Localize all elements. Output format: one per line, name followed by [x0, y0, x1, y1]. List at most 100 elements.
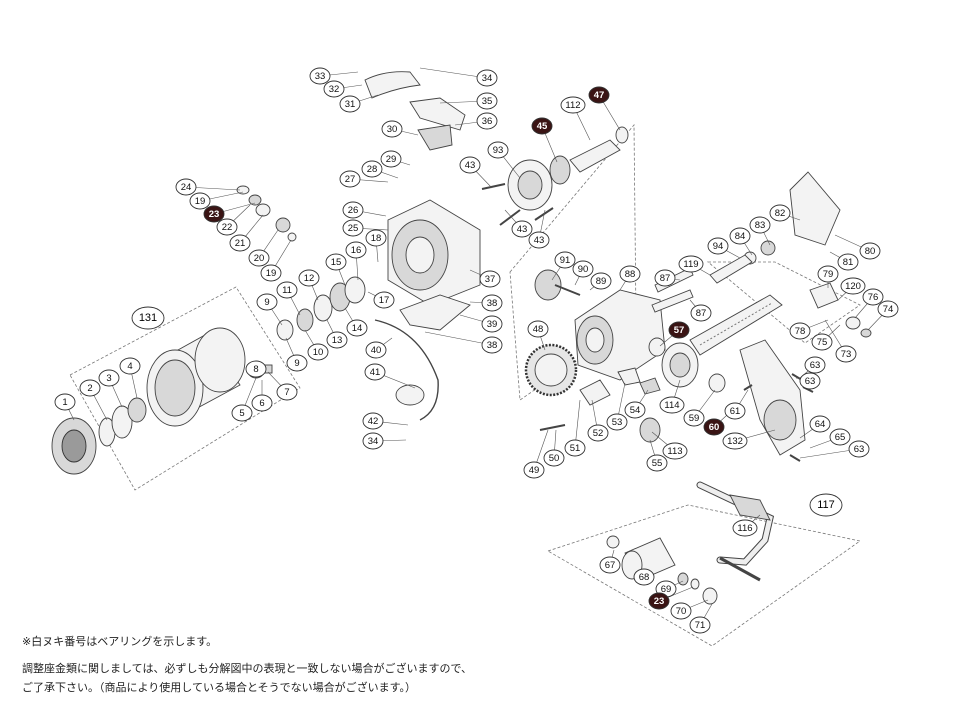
callout-28: 28 — [361, 160, 383, 178]
callout-3: 3 — [98, 369, 120, 387]
callout-49: 49 — [523, 461, 545, 479]
callout-75: 75 — [811, 333, 833, 351]
callout-34: 34 — [362, 432, 384, 450]
callout-64: 64 — [809, 415, 831, 433]
svg-text:34: 34 — [482, 73, 493, 84]
svg-text:47: 47 — [594, 90, 605, 101]
svg-text:18: 18 — [371, 233, 382, 244]
svg-text:74: 74 — [883, 304, 894, 315]
svg-text:69: 69 — [661, 584, 672, 595]
drive-gear — [524, 343, 578, 397]
bevel-gear-113 — [639, 417, 661, 443]
callout-40: 40 — [365, 341, 387, 359]
svg-text:94: 94 — [713, 241, 724, 252]
svg-text:50: 50 — [549, 453, 560, 464]
callout-43: 43 — [459, 156, 481, 174]
adjust-note-line1: 調整座金類に関しましては、必ずしも分解図中の表現と一致しない場合がございますので… — [22, 662, 473, 675]
callout-26: 26 — [342, 201, 364, 219]
rotor — [387, 199, 481, 306]
svg-text:89: 89 — [596, 276, 607, 287]
svg-text:49: 49 — [529, 465, 540, 476]
callout-84: 84 — [729, 227, 751, 245]
callout-4: 4 — [119, 357, 141, 375]
callout-14: 14 — [346, 319, 368, 337]
callout-71: 71 — [689, 616, 711, 634]
spool-group-box — [69, 286, 301, 491]
svg-text:63: 63 — [854, 444, 865, 455]
svg-text:31: 31 — [345, 99, 356, 110]
callout-9: 9 — [256, 293, 278, 311]
callout-132: 132 — [722, 432, 748, 450]
callout-30: 30 — [381, 120, 403, 138]
callout-73: 73 — [835, 345, 857, 363]
callout-8: 8 — [245, 360, 267, 378]
callout-65: 65 — [829, 428, 851, 446]
svg-text:83: 83 — [755, 220, 766, 231]
svg-text:54: 54 — [630, 405, 641, 416]
svg-text:70: 70 — [676, 606, 687, 617]
main-shaft-gear — [534, 269, 581, 301]
callout-63: 63 — [799, 372, 821, 390]
callout-36: 36 — [476, 112, 498, 130]
svg-text:4: 4 — [127, 361, 132, 372]
svg-text:10: 10 — [313, 347, 324, 358]
callout-79: 79 — [817, 265, 839, 283]
callout-76: 76 — [862, 288, 884, 306]
callout-53: 53 — [606, 413, 628, 431]
svg-text:53: 53 — [612, 417, 623, 428]
svg-text:11: 11 — [282, 285, 292, 296]
svg-text:42: 42 — [368, 416, 379, 427]
callout-120: 120 — [840, 277, 866, 295]
svg-text:80: 80 — [865, 246, 876, 257]
callout-2: 2 — [79, 379, 101, 397]
svg-text:119: 119 — [683, 259, 698, 270]
svg-text:7: 7 — [284, 387, 289, 398]
callout-119: 119 — [678, 255, 704, 273]
callout-39: 39 — [481, 315, 503, 333]
svg-text:26: 26 — [348, 205, 359, 216]
svg-text:63: 63 — [805, 376, 816, 387]
group-label-spool: 131 — [131, 306, 165, 330]
svg-text:30: 30 — [387, 124, 398, 135]
callout-112: 112 — [560, 96, 586, 114]
svg-text:45: 45 — [537, 121, 548, 132]
callout-38: 38 — [481, 336, 503, 354]
svg-text:61: 61 — [730, 406, 741, 417]
callout-87: 87 — [690, 304, 712, 322]
handle-knob-parts — [606, 535, 718, 605]
callout-10: 10 — [307, 343, 329, 361]
svg-text:79: 79 — [823, 269, 834, 280]
svg-text:8: 8 — [253, 364, 258, 375]
callout-12: 12 — [298, 269, 320, 287]
callout-52: 52 — [587, 424, 609, 442]
svg-text:120: 120 — [845, 281, 861, 292]
svg-text:116: 116 — [737, 523, 752, 534]
svg-text:14: 14 — [352, 323, 363, 334]
callout-22: 22 — [216, 218, 238, 236]
callout-20: 20 — [248, 249, 270, 267]
callout-113: 113 — [662, 442, 688, 460]
svg-text:37: 37 — [485, 274, 496, 285]
svg-text:43: 43 — [465, 160, 476, 171]
svg-text:52: 52 — [593, 428, 604, 439]
adjust-note-line2: ご了承下さい。（商品により使用している場合とそうでない場合がございます。） — [22, 681, 417, 694]
callout-15: 15 — [325, 253, 347, 271]
svg-text:67: 67 — [605, 560, 616, 571]
one-way-clutch-stack — [276, 276, 366, 341]
callout-32: 32 — [323, 80, 345, 98]
rotor-bottom-arm — [399, 294, 471, 331]
svg-text:25: 25 — [348, 223, 359, 234]
body-front-cover — [507, 159, 553, 211]
svg-text:23: 23 — [209, 209, 220, 220]
svg-text:23: 23 — [654, 596, 665, 607]
callout-51: 51 — [564, 439, 586, 457]
callout-94: 94 — [707, 237, 729, 255]
callout-7: 7 — [276, 383, 298, 401]
svg-text:73: 73 — [841, 349, 852, 360]
reel-body — [574, 289, 666, 381]
svg-text:32: 32 — [329, 84, 340, 95]
svg-text:71: 71 — [695, 620, 706, 631]
bail-arm-upper — [364, 71, 466, 151]
callout-91: 91 — [554, 251, 576, 269]
